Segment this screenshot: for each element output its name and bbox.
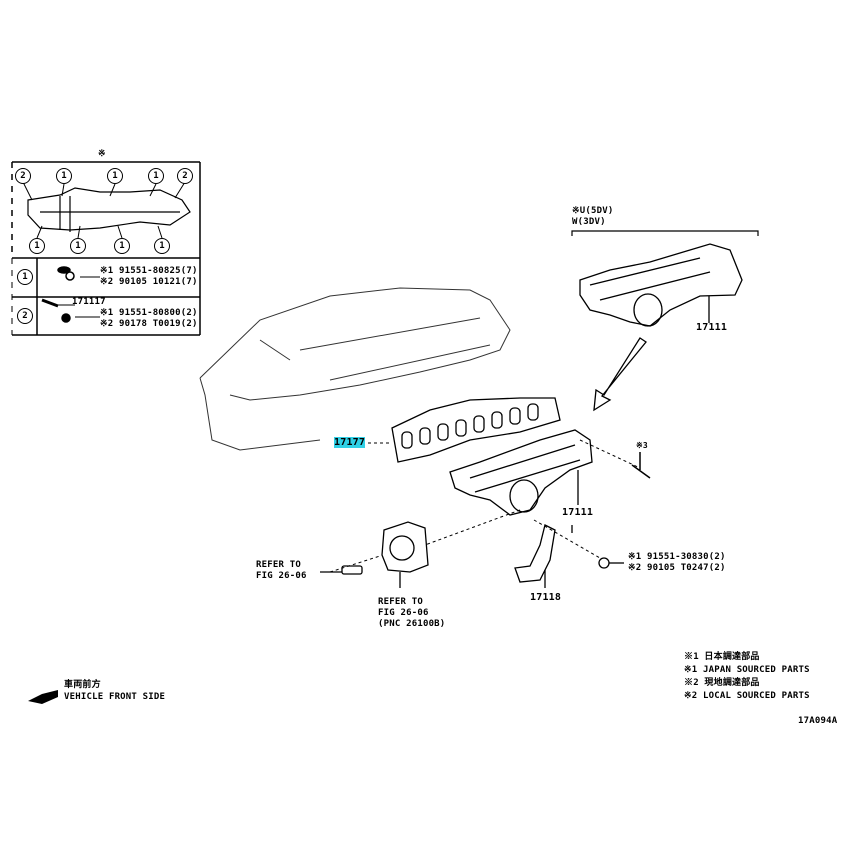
front-arrow-icon	[28, 690, 58, 704]
gasket-drawing	[391, 397, 561, 463]
inset-row2-key: 2	[17, 308, 33, 324]
front-en: VEHICLE FRONT SIDE	[64, 692, 166, 702]
manifold-drawing	[449, 429, 593, 533]
inset-callout: 1	[114, 238, 130, 254]
ref-throttle-line1[interactable]: REFER TO	[378, 597, 423, 607]
note-1-jp: ※1 日本調達部品	[684, 652, 760, 662]
variant-line2: W(3DV)	[572, 217, 606, 227]
stud-icon	[631, 452, 651, 479]
front-jp: 車両前方	[64, 680, 101, 690]
inset-row1-line1[interactable]: ※1 91551-80825(7)	[100, 266, 198, 276]
inset-row2-part[interactable]: 171117	[72, 297, 106, 307]
inset-bolt-icons	[41, 266, 75, 323]
ref-left-line2[interactable]: FIG 26-06	[256, 571, 307, 581]
inset-leaders	[22, 181, 186, 318]
bolt-icon	[598, 557, 624, 569]
variant-manifold	[579, 243, 743, 327]
illustration-id: 17A094A	[798, 716, 838, 726]
stud-mark: ※3	[636, 441, 648, 450]
inset-header-mark: ※	[98, 149, 106, 159]
gasket-part-label[interactable]: 17177	[334, 437, 366, 448]
inset-callout: 2	[15, 168, 31, 184]
inset-row2-line2[interactable]: ※2 90178 T0019(2)	[100, 319, 198, 329]
manifold-part-label[interactable]: 17111	[562, 507, 594, 518]
variant-part-label[interactable]: 17111	[696, 322, 728, 333]
note-1-en: ※1 JAPAN SOURCED PARTS	[684, 665, 810, 675]
note-2-jp: ※2 現地調達部品	[684, 678, 760, 688]
direction-arrow	[593, 337, 647, 412]
bolt-line1[interactable]: ※1 91551-30830(2)	[628, 552, 726, 562]
ref-throttle-line3[interactable]: (PNC 26100B)	[378, 619, 446, 629]
bracket-part-label[interactable]: 17118	[530, 592, 562, 603]
inset-callout: 1	[154, 238, 170, 254]
inset-callout: 1	[107, 168, 123, 184]
inset-callout: 1	[29, 238, 45, 254]
inset-callout: 1	[70, 238, 86, 254]
inset-row1-line2[interactable]: ※2 90105 10121(7)	[100, 277, 198, 287]
variant-bracket	[571, 230, 759, 236]
variant-line1: ※U(5DV)	[572, 206, 614, 216]
left-bolt-icon	[320, 565, 363, 575]
inset-callout: 1	[148, 168, 164, 184]
bolt-line2[interactable]: ※2 90105 T0247(2)	[628, 563, 726, 573]
ref-left-line1[interactable]: REFER TO	[256, 560, 301, 570]
ref-throttle-line2[interactable]: FIG 26-06	[378, 608, 429, 618]
bracket-drawing	[514, 524, 556, 588]
inset-callout: 1	[56, 168, 72, 184]
throttle-body-drawing	[381, 521, 429, 588]
inset-callout: 2	[177, 168, 193, 184]
inset-manifold-icon	[27, 187, 191, 232]
inset-row2-line1[interactable]: ※1 91551-80800(2)	[100, 308, 198, 318]
inset-row1-key: 1	[17, 269, 33, 285]
inset-frame	[11, 161, 201, 336]
note-2-en: ※2 LOCAL SOURCED PARTS	[684, 691, 810, 701]
engine-outline	[199, 287, 511, 451]
